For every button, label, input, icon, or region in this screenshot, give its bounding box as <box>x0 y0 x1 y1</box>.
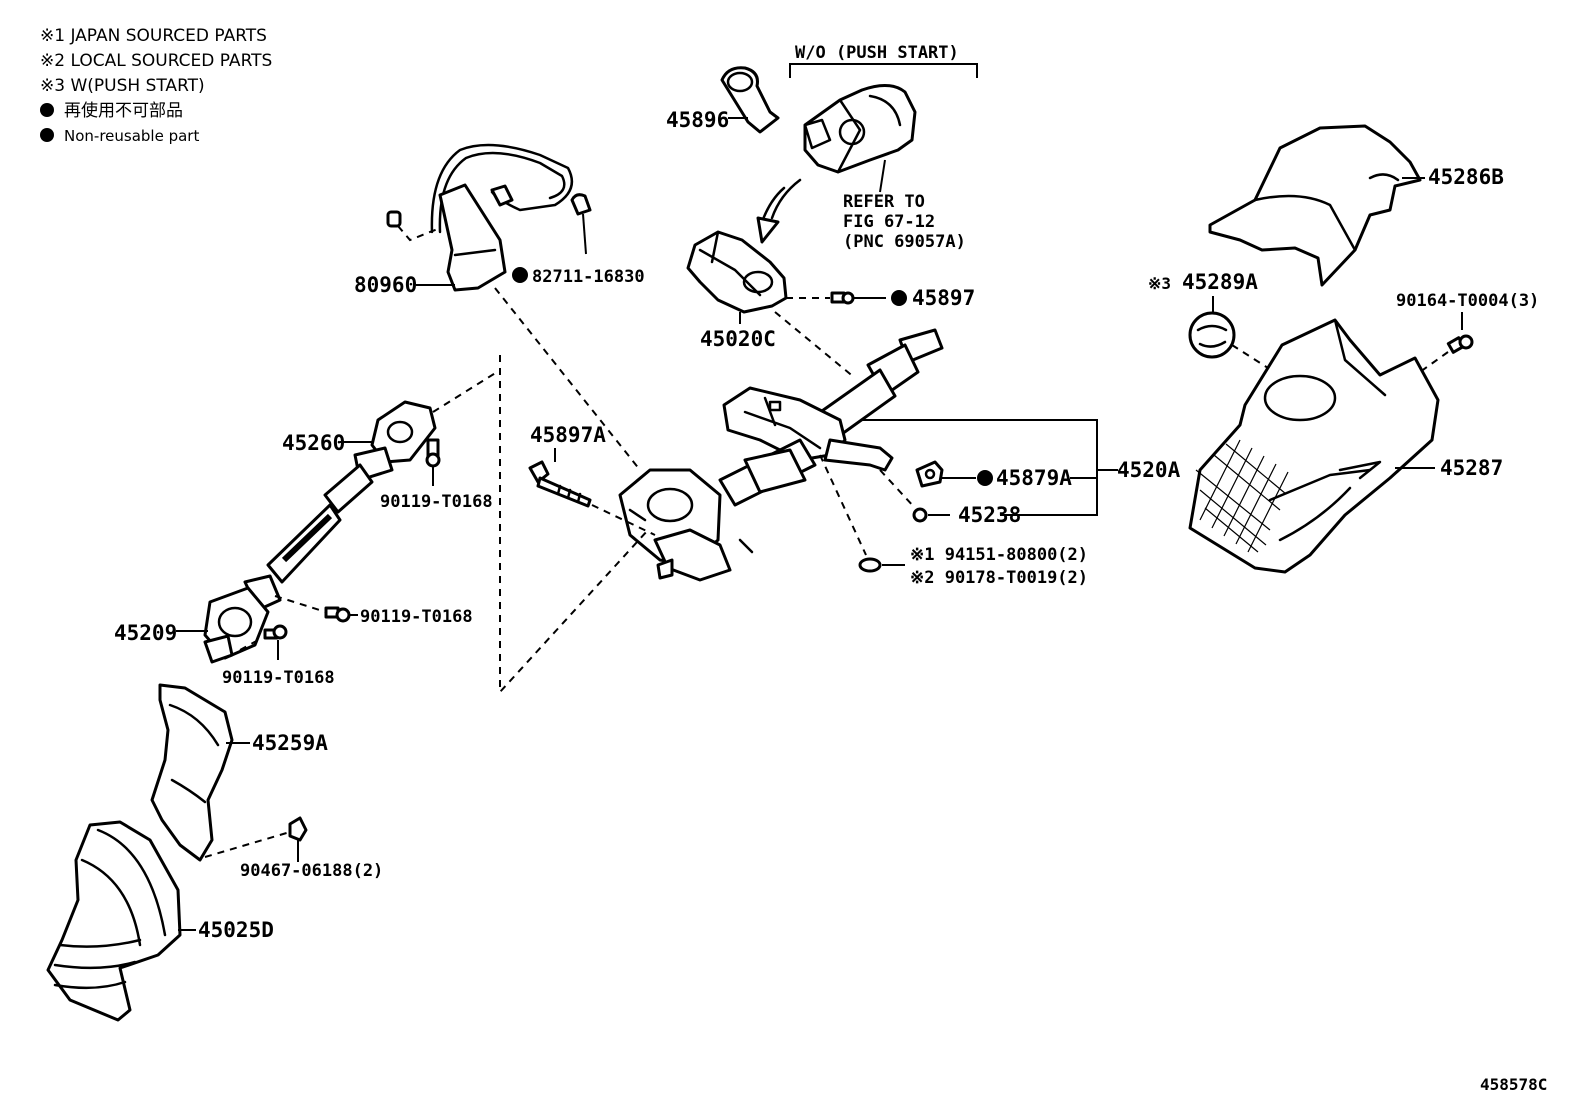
part-45025D-boot-drawing <box>46 820 182 1022</box>
part-45896-drawing <box>720 66 780 134</box>
refer-line-1: REFER TO <box>843 192 925 212</box>
wo-push-start-label: W/O (PUSH START) <box>795 43 959 63</box>
part-45238-label: 45238 <box>958 503 1021 527</box>
part-45209-ujoint-drawing <box>203 574 282 664</box>
part-90467-clip-drawing <box>288 816 308 842</box>
part-90467-label: 90467-06188(2) <box>240 861 383 881</box>
replace-arrow-icon <box>756 178 802 244</box>
part-90119b-label: 90119-T0168 <box>360 607 473 627</box>
part-94151-nut-drawing <box>858 557 882 573</box>
part-80960-label: 80960 <box>354 273 417 297</box>
nonreusable-dot-icon <box>40 103 54 117</box>
refer-line-2: FIG 67-12 <box>843 212 935 232</box>
part-45896-label: 45896 <box>666 108 729 132</box>
part-45289A-prefix: ※3 <box>1148 274 1171 293</box>
part-90119a-bolt-drawing <box>425 438 441 468</box>
legend-note-2: ※2 LOCAL SOURCED PARTS <box>40 51 273 71</box>
part-82711-label: 82711-16830 <box>532 267 645 287</box>
part-45897-label: 45897 <box>912 286 975 310</box>
nonreusable-dot-icon <box>891 290 907 306</box>
part-94151-label: ※1 94151-80800(2) <box>910 545 1088 565</box>
refer-line-3: (PNC 69057A) <box>843 232 966 252</box>
ignition-switch-refer-drawing <box>803 84 917 174</box>
part-45287-cover-drawing <box>1188 318 1440 574</box>
part-45289A-drawing <box>1188 311 1236 359</box>
part-45897-screw-drawing <box>786 291 855 305</box>
assembly-dashed-boundary <box>499 355 649 695</box>
part-90119c-label: 90119-T0168 <box>222 668 335 688</box>
part-90119c-bolt-drawing <box>263 624 288 640</box>
part-45020C-drawing <box>686 230 788 314</box>
part-45879A-label: 45879A <box>996 466 1072 490</box>
part-90119b-bolt-drawing <box>324 606 351 623</box>
part-45259A-cover-drawing <box>150 683 234 862</box>
legend: ※1 JAPAN SOURCED PARTS ※2 LOCAL SOURCED … <box>40 24 272 149</box>
part-45287-label: 45287 <box>1440 456 1503 480</box>
part-80960-drawing <box>386 143 592 292</box>
legend-nonreusable-jp: 再使用不可部品 <box>40 99 272 124</box>
wo-push-start-bracket <box>789 63 978 78</box>
figure-id: 458578C <box>1480 1075 1547 1094</box>
part-45879A-drawing <box>915 460 944 488</box>
part-90178-label: ※2 90178-T0019(2) <box>910 568 1088 588</box>
part-4520A-label: 4520A <box>1117 458 1181 482</box>
legend-note-1: ※1 JAPAN SOURCED PARTS <box>40 26 267 46</box>
part-45025D-label: 45025D <box>198 918 274 942</box>
part-4520A-column-drawing <box>618 328 944 582</box>
part-45286B-cover-drawing <box>1208 124 1422 287</box>
part-45209-label: 45209 <box>114 621 177 645</box>
part-45286B-label: 45286B <box>1428 165 1504 189</box>
part-90164-screw-drawing <box>1446 334 1474 354</box>
part-90164-label: 90164-T0004(3) <box>1396 291 1539 311</box>
part-45287-hatch <box>1195 439 1289 553</box>
nonreusable-dot-icon <box>977 470 993 486</box>
part-45259A-label: 45259A <box>252 731 328 755</box>
part-45020C-label: 45020C <box>700 327 776 351</box>
legend-nonreusable-en: Non-reusable part <box>40 124 272 149</box>
nonreusable-dot-icon <box>40 128 54 142</box>
part-45260-label: 45260 <box>282 431 345 455</box>
part-45238-drawing <box>912 507 928 523</box>
part-45897A-bolt-drawing <box>528 460 592 508</box>
part-45260-shaft-drawing <box>266 400 437 584</box>
part-45897A-label: 45897A <box>530 423 606 447</box>
legend-note-3: ※3 W(PUSH START) <box>40 76 205 96</box>
part-45289A-label: 45289A <box>1182 270 1258 294</box>
part-90119a-label: 90119-T0168 <box>380 492 493 512</box>
nonreusable-dot-icon <box>512 267 528 283</box>
